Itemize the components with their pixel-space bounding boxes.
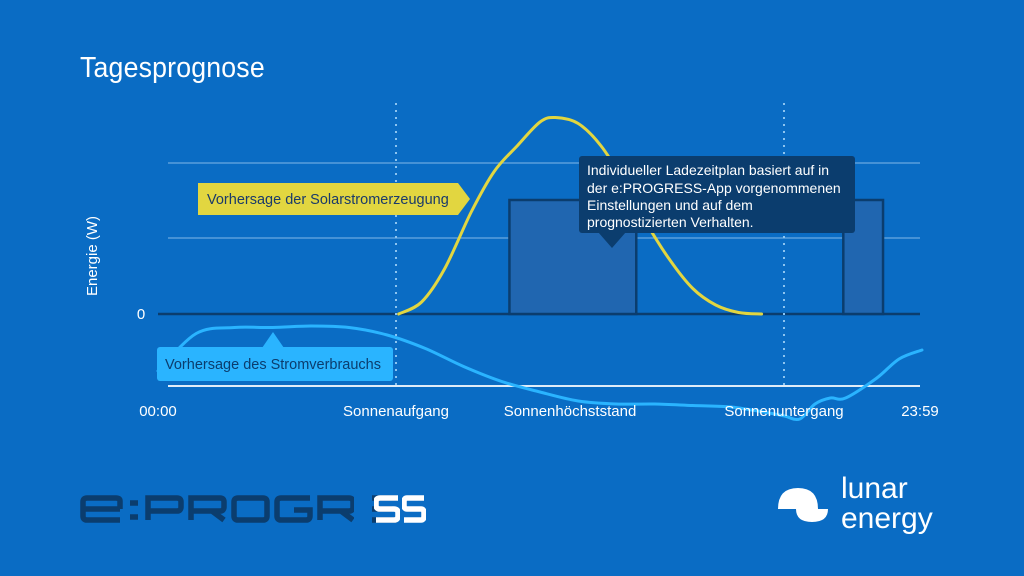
consumption-label-tag: Vorhersage des Stromverbrauchs bbox=[157, 332, 393, 381]
consumption-label-text: Vorhersage des Stromverbrauchs bbox=[165, 357, 381, 373]
page-title: Tagesprognose bbox=[80, 52, 265, 84]
schedule-note-line-1: Individueller Ladezeitplan basiert auf i… bbox=[587, 162, 829, 178]
schedule-note-line-3: Einstellungen und auf dem bbox=[587, 197, 753, 213]
consumption-forecast-line bbox=[156, 324, 924, 422]
y-zero-label: 0 bbox=[137, 306, 145, 323]
eprogress-logo-e bbox=[354, 495, 372, 523]
lunar-energy-logo-text: lunar energy bbox=[841, 474, 1001, 534]
lunar-logo-word-2: energy bbox=[841, 502, 933, 535]
eprogress-logo-s2 bbox=[374, 495, 400, 523]
lunar-energy-logo-mark bbox=[758, 488, 828, 522]
x-tick-label: Sonnenhöchststand bbox=[504, 403, 637, 420]
schedule-note-callout: Individueller Ladezeitplan basiert auf i… bbox=[579, 156, 855, 248]
solar-forecast-line bbox=[397, 115, 764, 316]
x-tick-label: Sonnenuntergang bbox=[724, 403, 843, 420]
lunar-logo-word-1: lunar bbox=[841, 472, 908, 505]
x-tick-label: Sonnenaufgang bbox=[343, 403, 449, 420]
solar-label-text: Vorhersage der Solarstromerzeugung bbox=[207, 192, 449, 208]
x-tick-label: 00:00 bbox=[139, 403, 177, 420]
y-axis-label: Energie (W) bbox=[84, 216, 101, 296]
x-tick-label: 23:59 bbox=[901, 403, 939, 420]
schedule-note-line-2: der e:PROGRESS-App vorgenommenen bbox=[587, 180, 841, 196]
eprogress-logo bbox=[80, 495, 397, 523]
eprogress-logo-s bbox=[402, 495, 426, 523]
solar-label-tag: Vorhersage der Solarstromerzeugung bbox=[198, 183, 470, 215]
schedule-note-line-4: prognostizierten Verhalten. bbox=[587, 214, 754, 230]
